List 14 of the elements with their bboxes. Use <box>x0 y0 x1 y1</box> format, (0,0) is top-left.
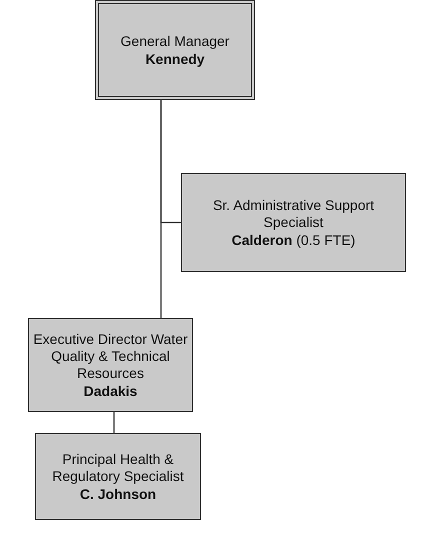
job-title: Principal Health & Regulatory Specialist <box>51 450 185 484</box>
job-title: Executive Director Water Quality & Technical Resources <box>32 330 189 382</box>
employee-name: Calderon (0.5 FTE) <box>232 232 356 248</box>
position-box <box>35 433 201 520</box>
employee-name: C. Johnson <box>80 486 156 502</box>
connector-line <box>113 412 115 433</box>
position-box <box>95 0 255 100</box>
job-title: Sr. Administrative Support Specialist <box>212 196 376 230</box>
employee-name: Dadakis <box>84 382 138 400</box>
connector-line <box>160 100 162 318</box>
position-box <box>28 318 193 412</box>
position-box <box>181 173 406 272</box>
employee-name: Kennedy <box>145 50 205 68</box>
job-title: General Manager <box>120 32 230 50</box>
